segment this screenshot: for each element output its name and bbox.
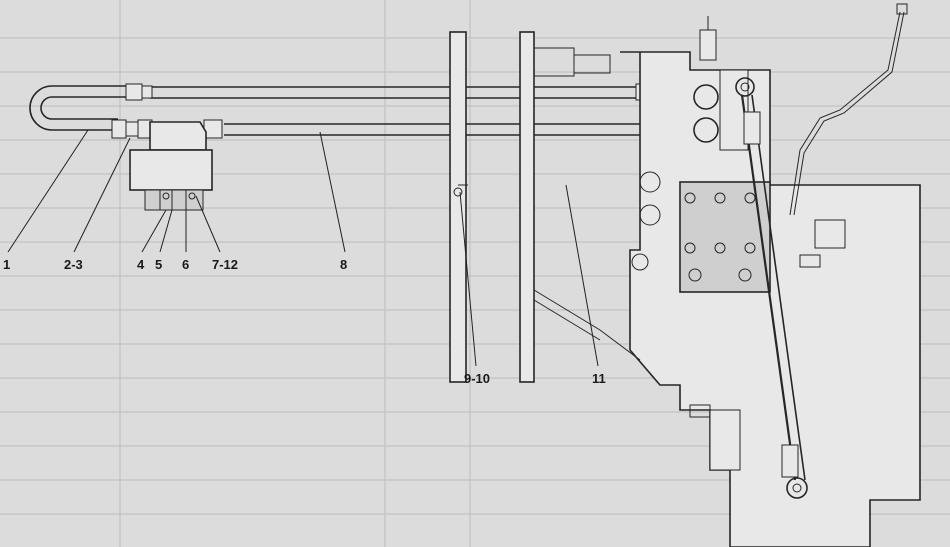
callout-6: 6 — [182, 257, 189, 272]
callout-8: 8 — [340, 257, 347, 272]
callout-11: 11 — [592, 371, 606, 386]
callout-2-3: 2-3 — [64, 257, 83, 272]
control-cable — [789, 3, 908, 216]
callout-1: 1 — [3, 257, 10, 272]
filter-block — [129, 121, 213, 211]
callout-7-12: 7-12 — [212, 257, 238, 272]
flange-plate — [449, 31, 611, 383]
u-bend-pipe — [29, 85, 132, 131]
left-fittings — [111, 119, 153, 139]
callout-5: 5 — [155, 257, 162, 272]
upper-long-pipe — [125, 83, 711, 108]
linkage-rod — [735, 77, 808, 499]
callout-4: 4 — [137, 257, 145, 272]
callout-labels: 1 2-3 4 5 6 7-12 8 9-10 11 — [3, 257, 606, 386]
leader-lines — [7, 129, 599, 367]
callout-9-10: 9-10 — [464, 371, 490, 386]
